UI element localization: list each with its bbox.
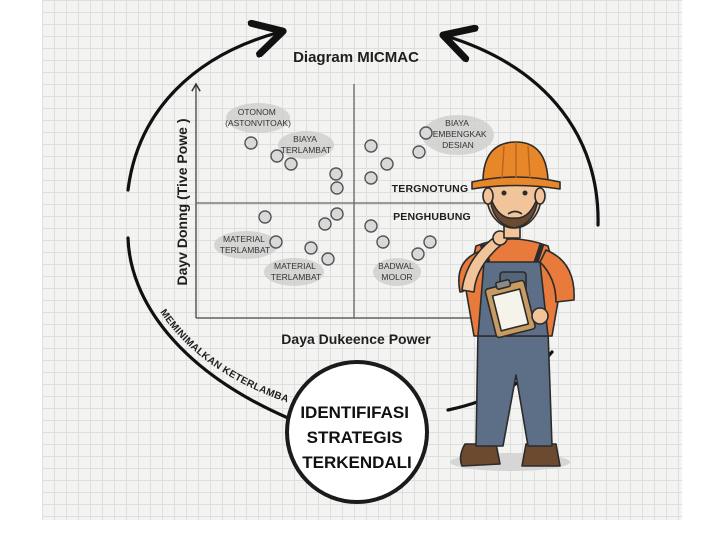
cluster-label-material-terlambat-bottom: MATERIAL TERLAMBAT: [271, 261, 321, 282]
svg-text:IDENTIFIFASI STRATEGIS: IDENTIFIFASI STRATEGIS TERKENDALI: [300, 403, 413, 472]
x-axis-label: Daya Dukeence Power: [281, 331, 431, 347]
data-point-3: [284, 157, 298, 171]
cluster-labels: OTONOM (ASTONVITOAK) BIAYA TERLAMBAT BIA…: [220, 107, 489, 282]
data-point-6: [364, 139, 378, 153]
cluster-label-badwal-molor: BADWAL MOLOR: [378, 261, 416, 282]
quadrant-label-top-right: TERGNOTUNG: [392, 183, 469, 195]
center-label-line-1: IDENTIFIFASI: [300, 403, 409, 422]
data-point-16: [321, 252, 335, 266]
data-points: [244, 126, 437, 266]
cluster-blobs: [214, 103, 494, 286]
data-point-19: [411, 247, 425, 261]
quadrant-label-bottom-right: PENGHUBUNG: [393, 211, 471, 223]
diagram-title: Diagram MICMAC: [293, 49, 419, 66]
data-point-12: [318, 217, 332, 231]
data-point-15: [304, 241, 318, 255]
data-point-14: [269, 235, 283, 249]
data-point-18: [376, 235, 390, 249]
cluster-label-otonom: OTONOM (ASTONVITOAK): [225, 107, 291, 128]
cycle-arrow-top-right: [446, 36, 600, 227]
data-point-7: [380, 157, 394, 171]
center-circle: IDENTIFIFASI STRATEGIS TERKENDALI: [285, 360, 429, 504]
grid-paper-background: [42, 0, 682, 520]
cluster-label-biaya-terlambat: BIAYA TERLAMBAT: [281, 134, 331, 155]
data-point-2: [270, 149, 284, 163]
cycle-arc-left: [126, 236, 290, 420]
worker-illustration: [450, 141, 575, 471]
data-point-1: [244, 136, 258, 150]
data-point-20: [423, 235, 437, 249]
data-point-13: [330, 207, 344, 221]
cluster-label-biaya-pembengkak: BIAYA PEMBENGKAK DESIAN: [427, 118, 489, 150]
data-point-8: [364, 171, 378, 185]
data-point-9: [412, 145, 426, 159]
chart-axes: [191, 82, 500, 323]
data-point-10: [419, 126, 433, 140]
hard-hat-icon: [471, 141, 561, 190]
data-point-4: [329, 167, 343, 181]
clipboard-icon: [484, 279, 536, 339]
data-point-17: [364, 219, 378, 233]
cluster-label-material-terlambat-left: MATERIAL TERLAMBAT: [220, 234, 270, 255]
center-label-line-2: STRATEGIS: [307, 428, 403, 447]
data-point-11: [258, 210, 272, 224]
center-label-line-3: TERKENDALI: [302, 453, 412, 472]
cycle-arrow-top-left: [126, 32, 280, 192]
data-point-5: [330, 181, 344, 195]
y-axis-label: Dayv Donng (Tive Powe ): [174, 119, 190, 286]
